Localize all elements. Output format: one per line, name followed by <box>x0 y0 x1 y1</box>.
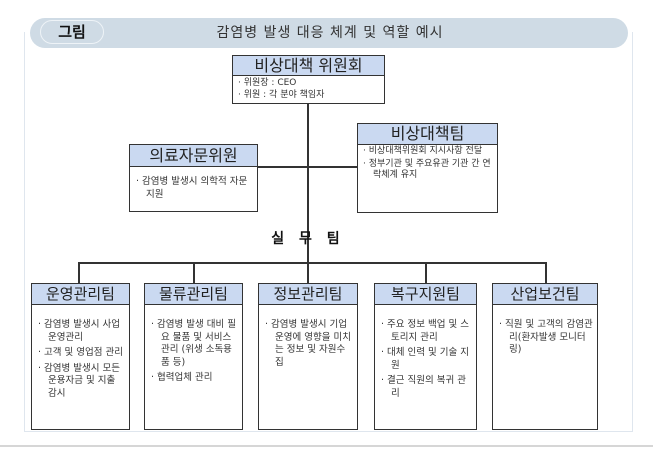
advisory-title: 의료자문위원 <box>130 145 257 167</box>
connector-team-5 <box>545 262 547 283</box>
advisory-item: 감염병 발생시 의학적 자문지원 <box>134 176 253 201</box>
team-item: 감염병 발생 대비 필요 물품 및 서비스 관리 (위생 소독용품 등) <box>149 319 238 369</box>
team-item: 감염병 발생시 모든 운용자금 및 지출 감시 <box>36 363 125 401</box>
committee-title: 비상대책 위원회 <box>233 56 384 76</box>
team-title: 산업보건팀 <box>493 284 597 305</box>
team-box-recovery: 복구지원팀 주요 정보 백업 및 스토리지 관리 대체 인력 및 기술 지원 결… <box>374 283 477 430</box>
connector-teams-bar <box>78 262 546 264</box>
team-item: 고객 및 영업점 관리 <box>36 347 125 360</box>
team-title: 운영관리팀 <box>32 284 129 305</box>
connector-team-3 <box>307 262 309 283</box>
connector-team-4 <box>425 262 427 283</box>
committee-box: 비상대책 위원회 위원장 : CEO 위원 : 각 분야 책임자 <box>232 55 385 104</box>
working-group-label: 실 무 팀 <box>271 231 345 247</box>
team-title: 정보관리팀 <box>259 284 357 305</box>
emergency-team-box: 비상대책팀 비상대책위원회 지시사항 전달 정부기관 및 주요유관 기관 간 연… <box>357 123 498 213</box>
figure-frame <box>24 32 633 432</box>
team-box-occupational-health: 산업보건팀 직원 및 고객의 감염관리(환자발생 모니터링) <box>492 283 598 430</box>
advisory-box: 의료자문위원 감염병 발생시 의학적 자문지원 <box>129 144 258 212</box>
emergency-team-item: 정부기관 및 주요유관 기관 간 연락체계 유지 <box>361 159 494 182</box>
connector-team-2 <box>193 262 195 283</box>
team-box-operations: 운영관리팀 감염병 발생시 사업 운영관리 고객 및 영업점 관리 감염병 발생… <box>31 283 130 430</box>
team-title: 물류관리팀 <box>145 284 242 305</box>
figure-label: 그림 <box>40 20 104 44</box>
committee-item: 위원장 : CEO <box>236 77 381 89</box>
emergency-team-item: 비상대책위원회 지시사항 전달 <box>361 146 494 158</box>
figure-title-bar <box>30 18 628 48</box>
emergency-team-title: 비상대책팀 <box>358 124 497 145</box>
team-item: 협력업체 관리 <box>149 372 238 385</box>
page-divider <box>0 445 653 447</box>
team-box-information: 정보관리팀 감염병 발생시 기업 운영에 영향을 미치는 정보 및 자원수집 <box>258 283 358 430</box>
team-box-logistics: 물류관리팀 감염병 발생 대비 필요 물품 및 서비스 관리 (위생 소독용품 … <box>144 283 243 430</box>
team-item: 결근 직원의 복귀 관리 <box>379 375 472 400</box>
team-item: 감염병 발생시 기업 운영에 영향을 미치는 정보 및 자원수집 <box>263 319 353 369</box>
team-item: 직원 및 고객의 감염관리(환자발생 모니터링) <box>497 319 593 357</box>
figure-title: 감염병 발생 대응 체계 및 역할 예시 <box>216 25 444 41</box>
committee-item: 위원 : 각 분야 책임자 <box>236 89 381 101</box>
team-item: 대체 인력 및 기술 지원 <box>379 347 472 372</box>
team-item: 주요 정보 백업 및 스토리지 관리 <box>379 319 472 344</box>
connector-team-1 <box>78 262 80 283</box>
connector-emergency-team <box>308 166 358 168</box>
connector-advisory <box>258 166 308 168</box>
team-title: 복구지원팀 <box>375 284 476 305</box>
team-item: 감염병 발생시 사업 운영관리 <box>36 319 125 344</box>
connector-committee-down <box>307 103 309 262</box>
